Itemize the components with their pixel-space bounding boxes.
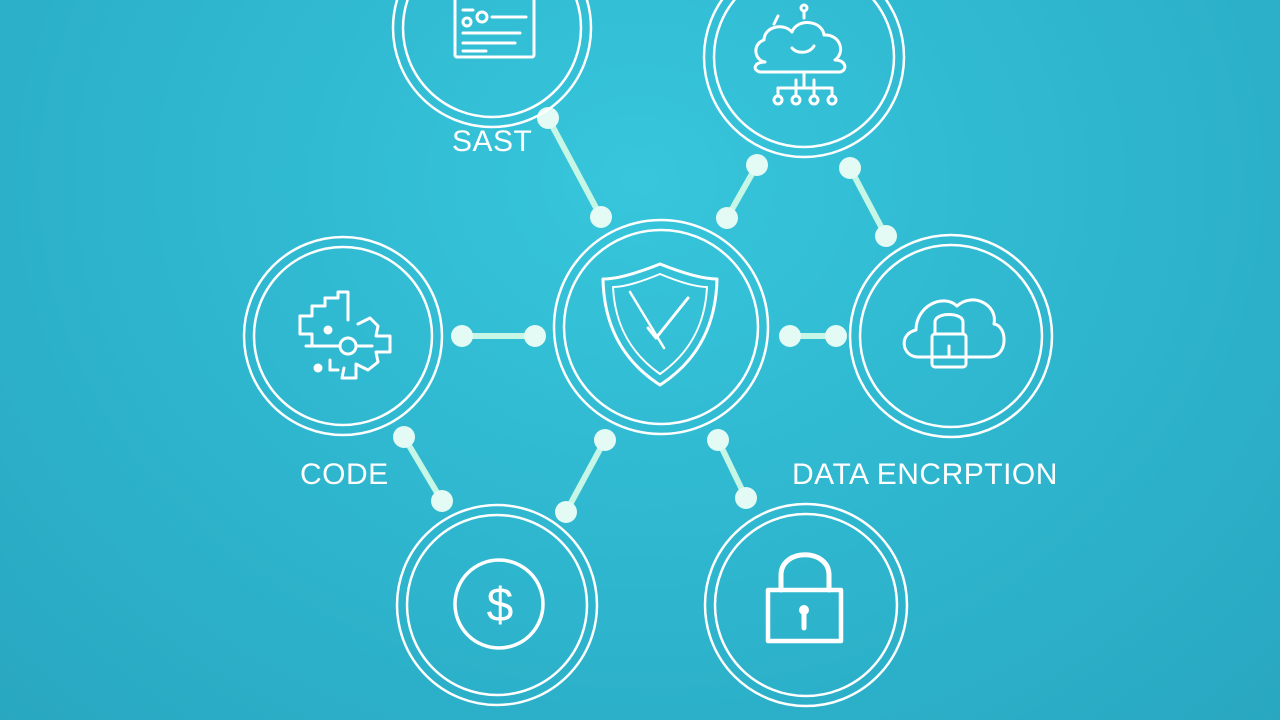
node-code xyxy=(242,235,444,437)
connector-cloud-cloudlock xyxy=(839,157,897,247)
connector-shield-padlock xyxy=(707,429,757,509)
shield-check-icon xyxy=(601,262,719,387)
node-padlock xyxy=(703,502,909,708)
connector-code-shield xyxy=(451,325,546,347)
document-icon xyxy=(453,0,536,59)
connector-shield-cloudlock xyxy=(779,325,847,347)
label-code: CODE xyxy=(300,458,389,491)
node-shield xyxy=(552,218,770,436)
connector-code-dollar xyxy=(393,426,453,512)
dollar-icon xyxy=(453,558,545,650)
connector-sast-shield xyxy=(537,107,612,228)
connector-shield-dollar xyxy=(555,429,616,523)
label-data-encryption: DATA ENCRPTION xyxy=(792,458,1058,491)
cloud-network-icon xyxy=(753,3,847,106)
node-cloud-lock xyxy=(848,233,1054,439)
connector-cloud-shield xyxy=(716,154,768,229)
circuit-gear-icon xyxy=(298,290,392,380)
dollar-sign-glyph: $ xyxy=(487,579,514,632)
padlock-icon xyxy=(765,552,844,644)
node-cloud-network xyxy=(702,0,906,159)
cloud-lock-icon xyxy=(902,298,1006,369)
node-document xyxy=(391,0,593,129)
node-dollar xyxy=(395,503,599,707)
label-sast: SAST xyxy=(452,125,533,158)
